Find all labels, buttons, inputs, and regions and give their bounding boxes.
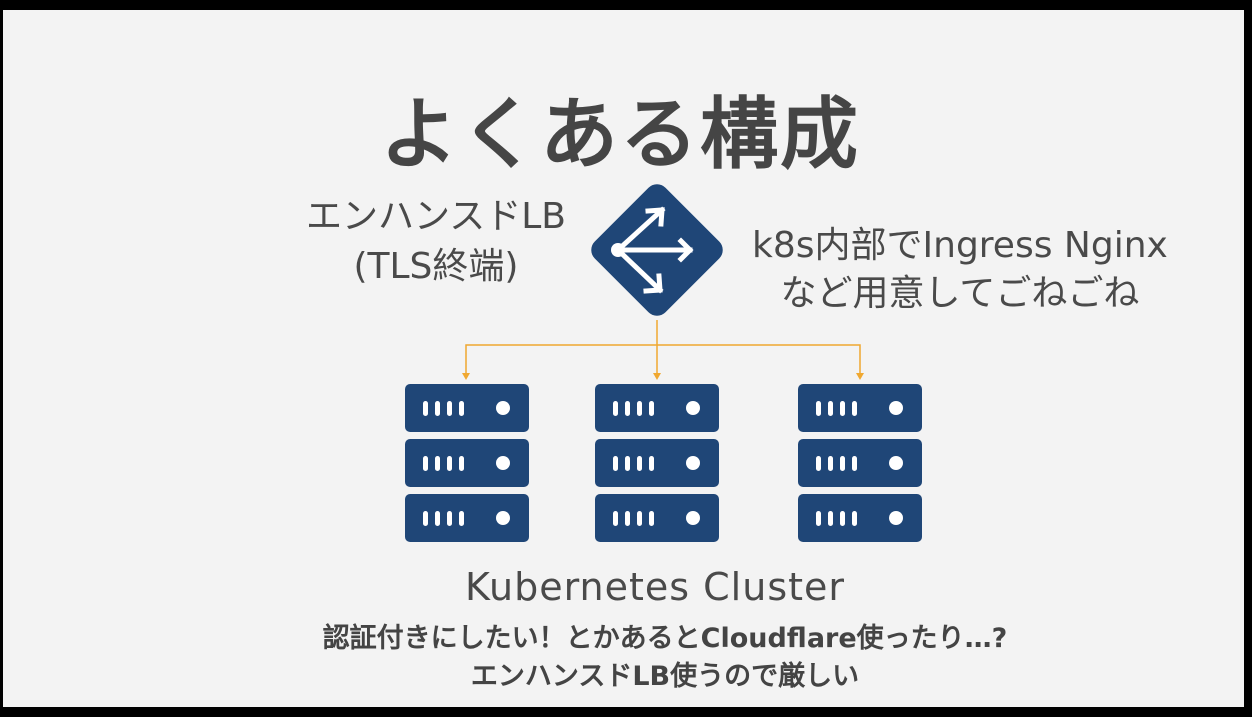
server-rack-icon bbox=[595, 384, 719, 542]
lb-label-line2: (TLS終端) bbox=[353, 246, 519, 287]
note-line1: 認証付きにしたい！とかあるとCloudflare使ったり…? bbox=[322, 623, 1008, 654]
server-unit bbox=[798, 384, 922, 432]
note: 認証付きにしたい！とかあるとCloudflare使ったり…? エンハンスドLB使… bbox=[0, 620, 1252, 696]
k8s-label-line1: k8s内部でIngress Nginx bbox=[752, 225, 1168, 266]
k8s-label: k8s内部でIngress Nginx など用意してごねごね bbox=[752, 222, 1168, 318]
server-unit bbox=[798, 439, 922, 487]
server-rack-icon bbox=[798, 384, 922, 542]
note-line2: エンハンスドLB使うので厳しい bbox=[470, 661, 860, 692]
server-unit bbox=[595, 439, 719, 487]
slide-title: よくある構成 bbox=[379, 90, 860, 180]
cluster-label: Kubernetes Cluster bbox=[464, 565, 846, 609]
slide bbox=[3, 10, 1244, 707]
server-unit bbox=[405, 439, 529, 487]
server-unit bbox=[405, 494, 529, 542]
server-unit bbox=[595, 494, 719, 542]
k8s-label-line2: など用意してごねごね bbox=[780, 273, 1140, 314]
connector-arrowheads bbox=[462, 373, 864, 380]
lb-label: エンハンスドLB (TLS終端) bbox=[306, 192, 566, 292]
connector-lines bbox=[465, 320, 861, 374]
load-balancer-icon bbox=[591, 184, 723, 316]
server-unit bbox=[798, 494, 922, 542]
lb-label-line1: エンハンスドLB bbox=[305, 196, 566, 237]
server-racks bbox=[405, 384, 922, 542]
server-unit bbox=[595, 384, 719, 432]
server-unit bbox=[405, 384, 529, 432]
server-rack-icon bbox=[405, 384, 529, 542]
